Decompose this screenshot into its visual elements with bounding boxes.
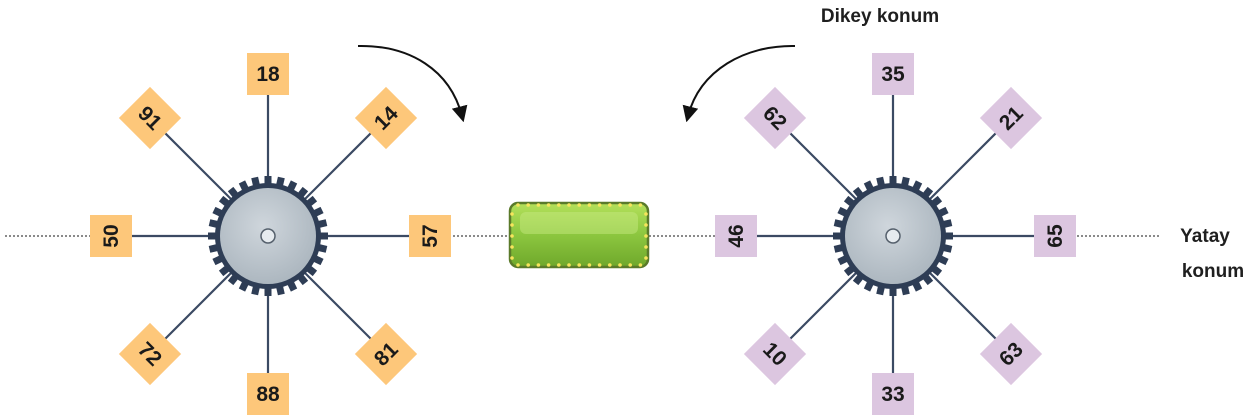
right-card-number: 46 [725, 224, 748, 247]
right-gear-axle-icon [885, 228, 901, 244]
horizontal-position-label-line1: Yatay [1180, 226, 1230, 247]
left-card-number: 50 [100, 224, 123, 247]
right-card-right[interactable]: 65 [1034, 215, 1076, 257]
left-card-top-right[interactable]: 14 [354, 86, 418, 150]
clockwise-arrow-icon [357, 44, 468, 123]
left-card-number: 18 [256, 63, 280, 86]
left-card-top[interactable]: 18 [247, 53, 289, 95]
left-card-number: 57 [419, 224, 442, 247]
right-card-top[interactable]: 35 [872, 53, 914, 95]
right-card-number: 35 [881, 63, 905, 86]
left-card-bottom-left[interactable]: 72 [118, 322, 182, 386]
right-card-bottom[interactable]: 33 [872, 373, 914, 415]
horizontal-position-label-line2: konum [1182, 261, 1244, 282]
right-card-top-left[interactable]: 62 [743, 86, 807, 150]
vertical-position-label: Dikey konum [821, 6, 939, 27]
left-card-bottom[interactable]: 88 [247, 373, 289, 415]
counterclockwise-arrow-icon [682, 44, 796, 123]
left-card-number: 88 [256, 383, 280, 406]
left-card-top-left[interactable]: 91 [118, 86, 182, 150]
right-card-number: 33 [881, 383, 904, 406]
left-card-right[interactable]: 57 [409, 215, 451, 257]
button-lights [510, 203, 648, 267]
right-card-bottom-left[interactable]: 10 [743, 322, 807, 386]
green-button[interactable] [508, 201, 650, 269]
left-card-left[interactable]: 50 [90, 215, 132, 257]
left-gear-axle-icon [260, 228, 276, 244]
right-card-left[interactable]: 46 [715, 215, 757, 257]
left-gear-wheel: 18 14 57 81 88 72 50 91 [90, 53, 451, 415]
right-card-number: 65 [1044, 224, 1067, 248]
left-card-bottom-right[interactable]: 81 [354, 322, 418, 386]
